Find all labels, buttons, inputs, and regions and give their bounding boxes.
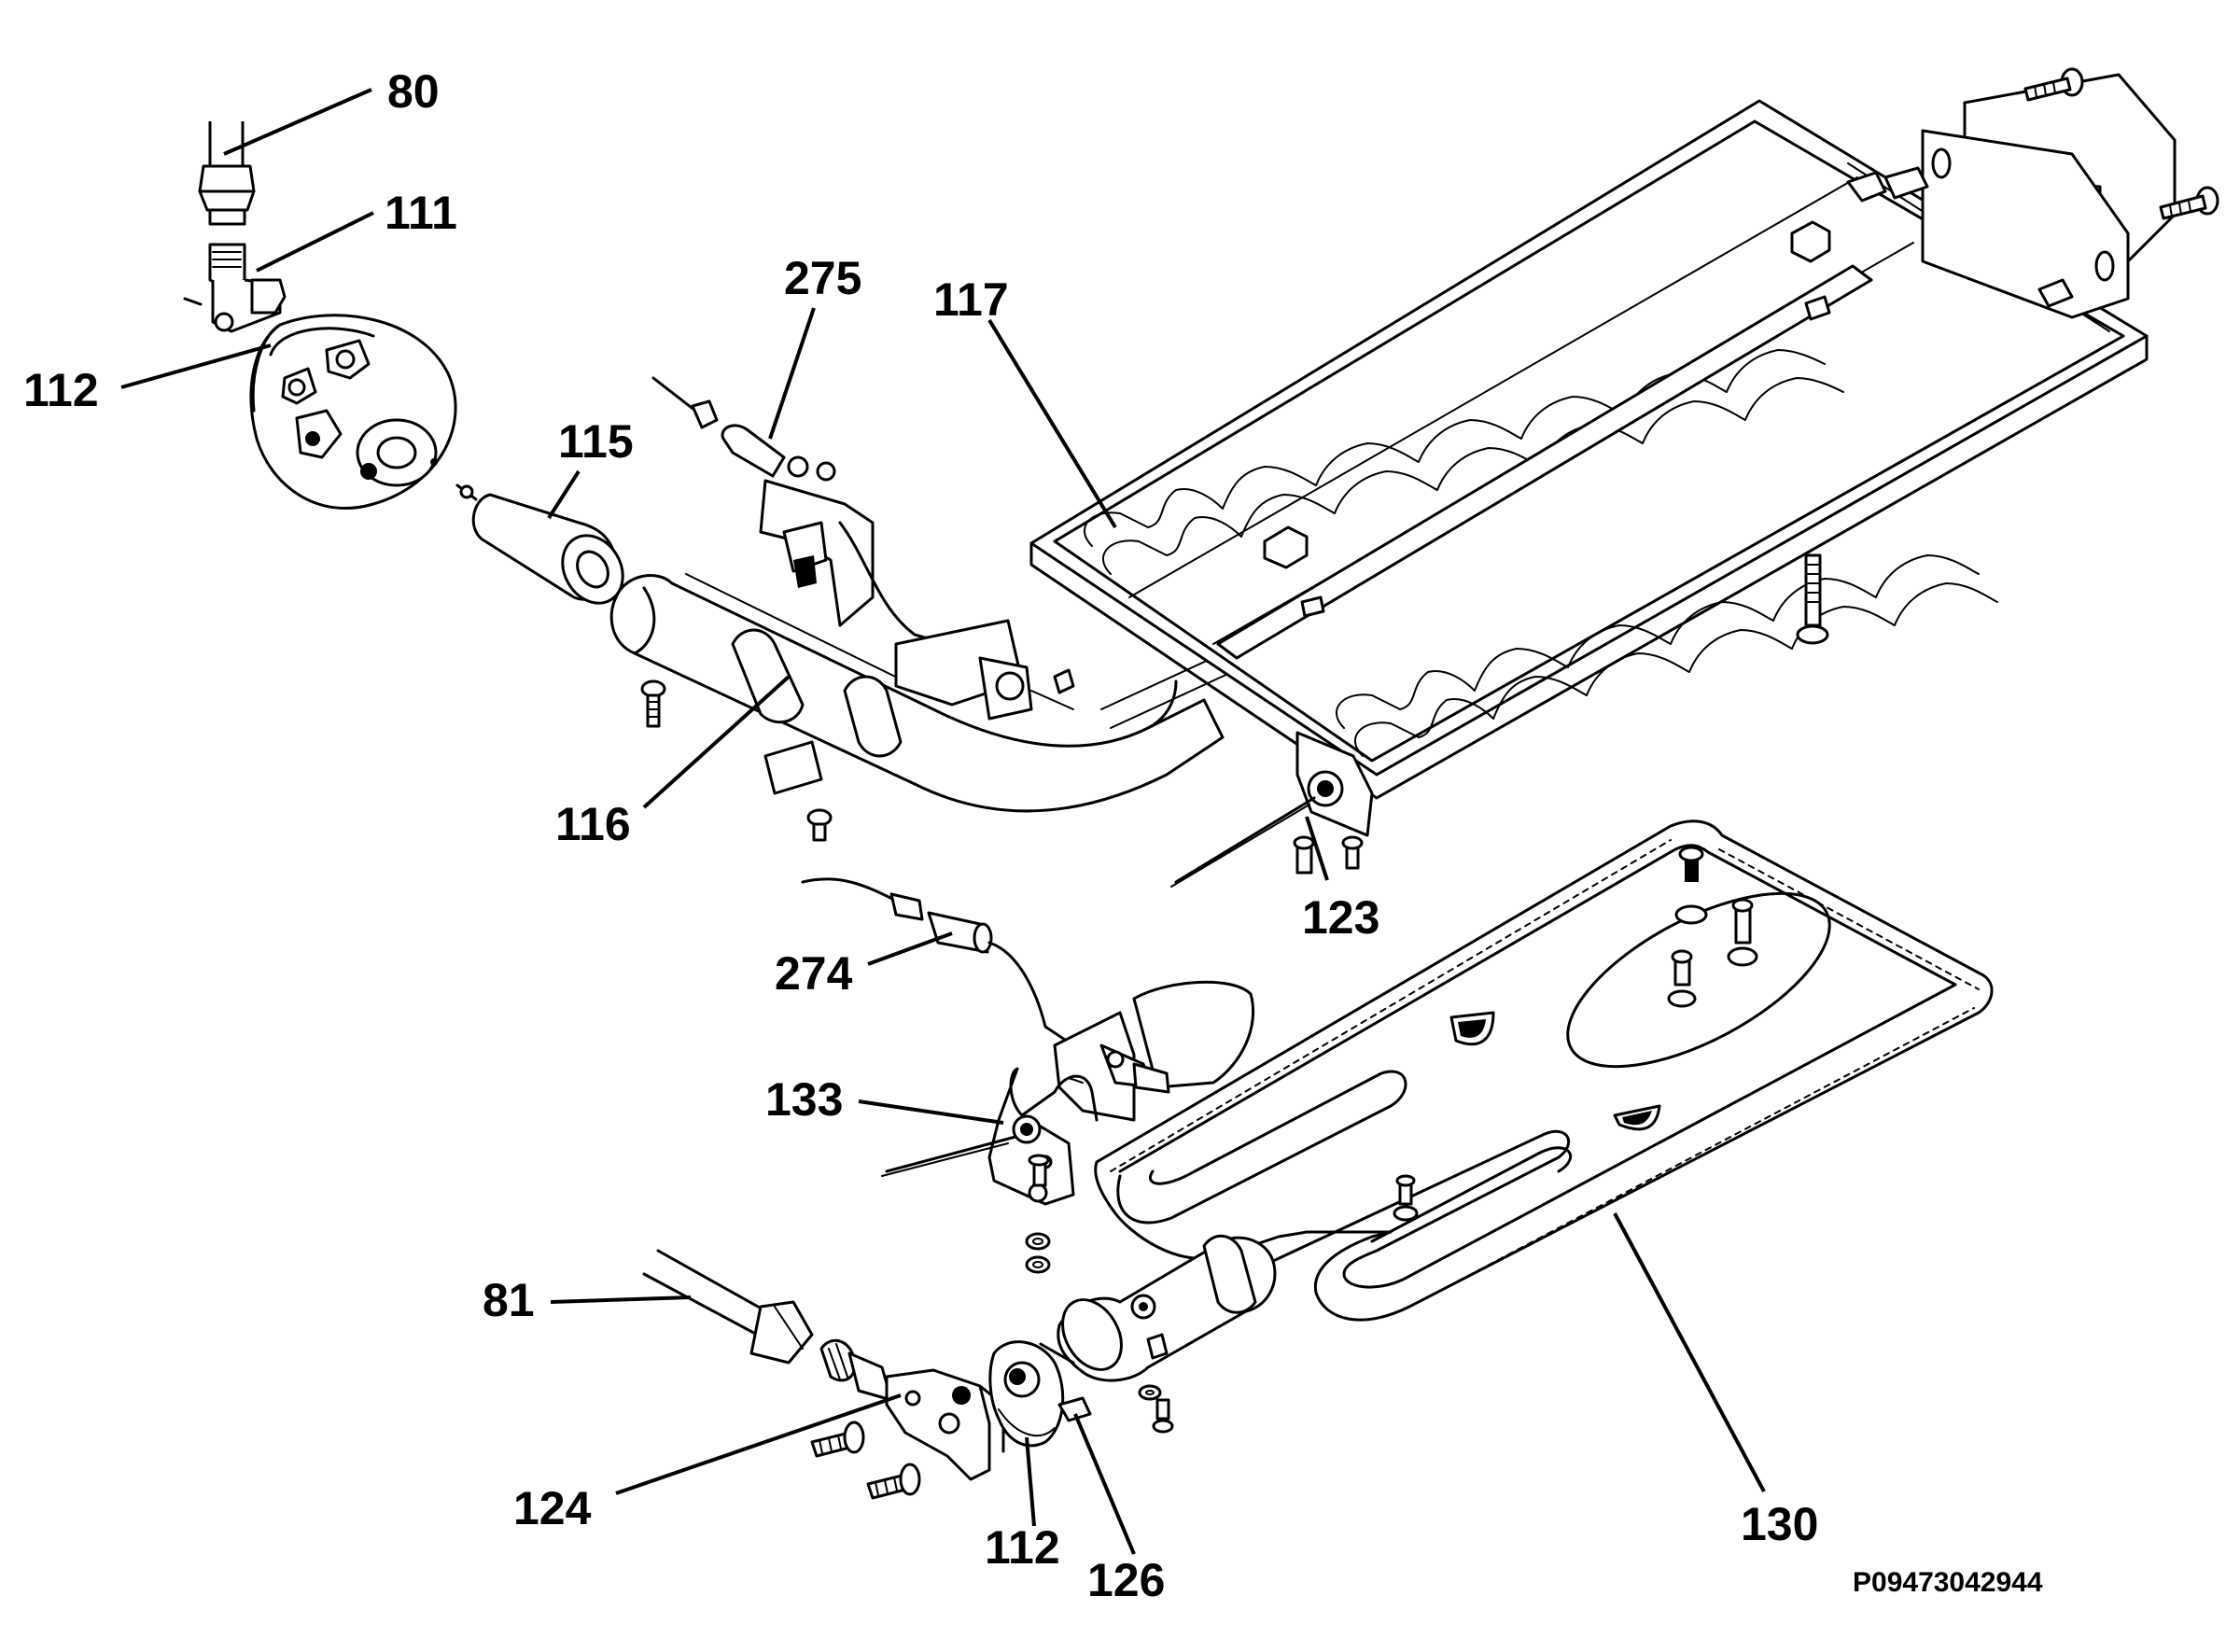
leader-275 — [768, 307, 816, 440]
label-112-top: 112 — [23, 364, 99, 416]
label-133: 133 — [765, 1073, 843, 1126]
washers — [1025, 1232, 1051, 1274]
mounting-brackets — [1883, 73, 2177, 319]
label-275: 275 — [784, 252, 861, 304]
label-117: 117 — [933, 273, 1009, 326]
label-111: 111 — [385, 187, 457, 239]
leader-274 — [867, 931, 953, 966]
leader-123 — [1305, 816, 1329, 881]
screw-124-b — [866, 1463, 921, 1500]
label-112-bottom: 112 — [985, 1521, 1060, 1574]
screw-right-mid — [2159, 186, 2219, 220]
label-116: 116 — [555, 798, 631, 850]
orifice-holder-115 — [471, 493, 624, 605]
label-123: 123 — [1302, 891, 1379, 944]
label-274: 274 — [775, 947, 853, 1000]
leader-80 — [223, 88, 372, 156]
screw-124-a — [810, 1421, 865, 1458]
shutter-clip-126 — [1057, 1396, 1092, 1422]
burner-tube-116 — [609, 573, 1233, 813]
round-burner-head — [249, 314, 457, 510]
label-124: 124 — [513, 1482, 592, 1534]
screw-116-b — [806, 808, 833, 842]
label-81: 81 — [483, 1274, 535, 1326]
label-126: 126 — [1087, 1554, 1165, 1606]
leader-lines — [120, 88, 1766, 1555]
air-shutter-112 — [988, 1340, 1075, 1448]
leader-112-top — [120, 343, 272, 389]
part-labels: 80 111 112 275 117 115 116 123 274 133 8… — [23, 65, 2043, 1606]
pilot-assembly-275 — [651, 376, 1075, 721]
leader-81 — [550, 1295, 692, 1304]
label-130: 130 — [1741, 1498, 1818, 1550]
burner-screws — [1393, 846, 1758, 1222]
elbow-fitting-111 — [183, 243, 287, 333]
leader-115 — [547, 469, 581, 520]
small-screws-bottom — [1138, 1384, 1174, 1434]
electrode-bracket-123 — [1170, 731, 1374, 888]
screw-right-top — [2023, 67, 2084, 102]
leader-117 — [987, 318, 1117, 529]
ignition-electrode-274 — [801, 877, 1075, 1047]
leader-126 — [1073, 1413, 1136, 1555]
leader-124 — [615, 1393, 902, 1495]
valve-orifice-124 — [819, 1338, 1005, 1481]
label-115: 115 — [558, 415, 634, 468]
drawing-code: P09473042944 — [1853, 1567, 2043, 1598]
leader-133 — [858, 1099, 1004, 1125]
screw-right-bottom — [1796, 553, 1829, 645]
leader-130 — [1613, 1212, 1766, 1492]
gas-pipe-80 — [198, 121, 256, 226]
leader-116 — [642, 675, 791, 809]
leader-112-bottom — [1025, 1436, 1036, 1527]
connector-pin — [455, 483, 478, 501]
leader-111 — [256, 211, 374, 273]
pilot-burner-133 — [881, 980, 1255, 1206]
screw-116-a — [640, 679, 666, 728]
bake-burner-130 — [1094, 819, 1994, 1322]
bake-burner-mixer-tube — [1057, 1234, 1277, 1382]
gas-line-81 — [642, 1249, 814, 1365]
label-80: 80 — [387, 65, 440, 118]
